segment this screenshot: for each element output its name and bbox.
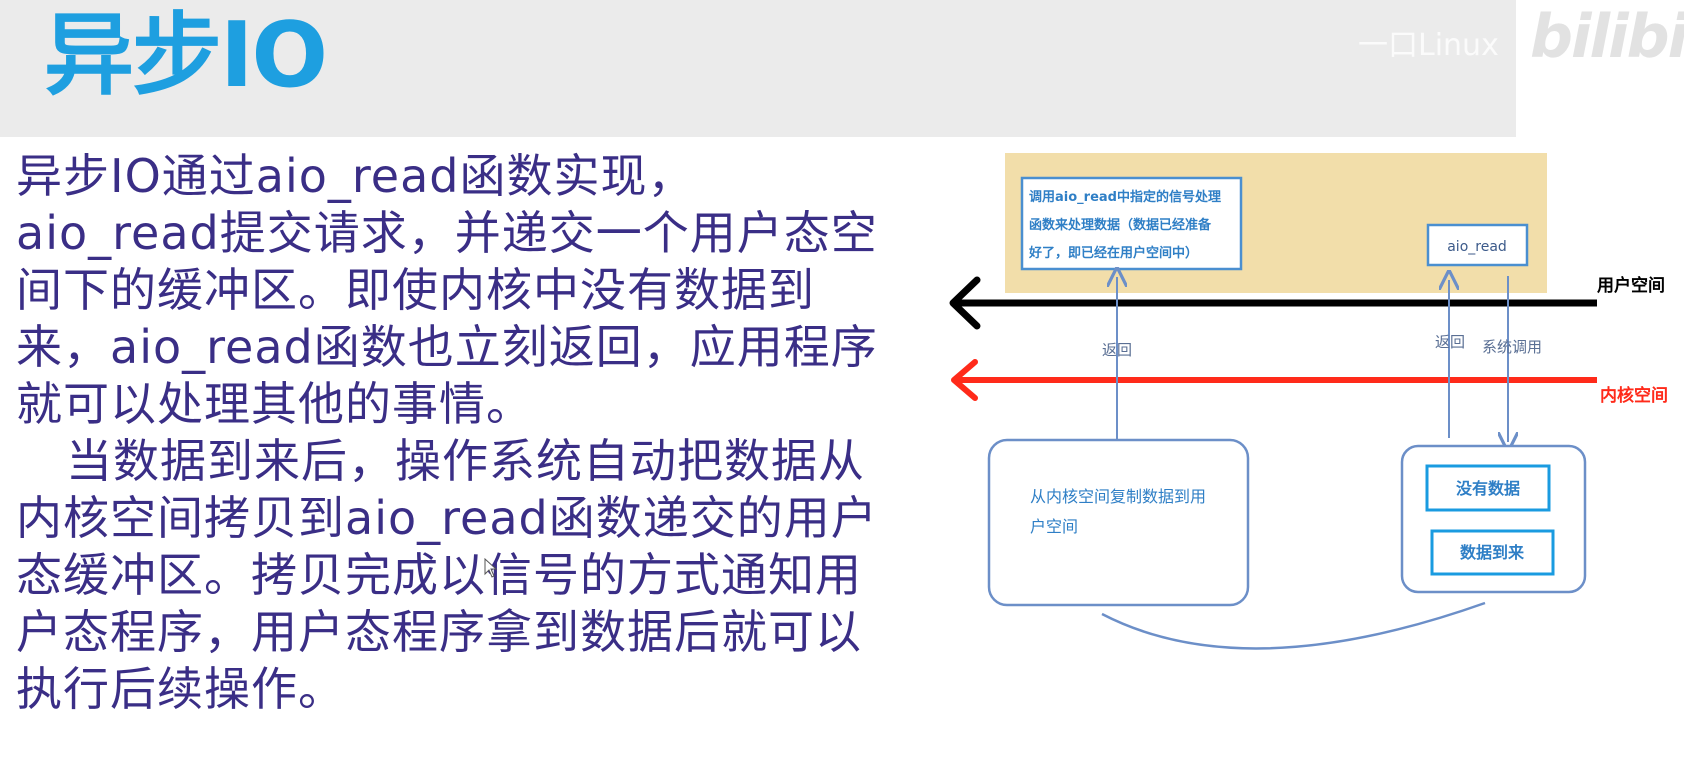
data-arrived-label: 数据到来 — [1460, 543, 1525, 562]
slide-body: 异步IO通过aio_read函数实现，aio_read提交请求，并递交一个用户态… — [16, 148, 896, 718]
slide-header: 异步IO — [0, 0, 1516, 137]
copy-data-line-2: 户空间 — [1030, 517, 1078, 536]
no-data-box — [1425, 464, 1551, 512]
aio-read-box — [1426, 223, 1529, 267]
user-space-label: 用户空间 — [1597, 275, 1665, 296]
signal-handler-line-3: 好了，即已经在用户空间中） — [1028, 245, 1198, 261]
syscall-label: 系统调用 — [1482, 338, 1542, 356]
return-label-right: 返回 — [1435, 333, 1465, 351]
paragraph-aio-read-submit: 异步IO通过aio_read函数实现，aio_read提交请求，并递交一个用户态… — [16, 149, 878, 431]
aio-read-label: aio_read — [1447, 239, 1507, 255]
bilibili-logo: bilibili — [1530, 2, 1684, 72]
signal-handler-line-1: 调用aio_read中指定的信号处理 — [1029, 189, 1221, 205]
paragraph-data-copy: 当数据到来后，操作系统自动把数据从内核空间拷贝到aio_read函数递交的用户态… — [16, 434, 878, 716]
async-io-diagram: 调用aio_read中指定的信号处理 函数来处理数据（数据已经准备 好了，即已经… — [949, 153, 1668, 650]
slide-title: 异步IO — [44, 3, 328, 108]
return-label-left: 返回 — [1102, 341, 1132, 359]
user-space-arrowhead — [949, 276, 981, 330]
signal-handler-line-2: 函数来处理数据（数据已经准备 — [1029, 217, 1212, 233]
no-data-label: 没有数据 — [1456, 479, 1520, 498]
channel-watermark: 一口Linux — [1358, 28, 1499, 63]
signal-handler-box — [1020, 176, 1243, 271]
connection-curve — [1101, 601, 1486, 650]
copy-data-box — [987, 438, 1250, 607]
kernel-space-arrowhead — [951, 359, 978, 401]
kernel-space-label: 内核空间 — [1600, 385, 1668, 406]
mouse-cursor-icon — [484, 558, 498, 578]
data-arrived-box — [1430, 529, 1555, 576]
copy-data-line-1: 从内核空间复制数据到用 — [1030, 487, 1206, 506]
